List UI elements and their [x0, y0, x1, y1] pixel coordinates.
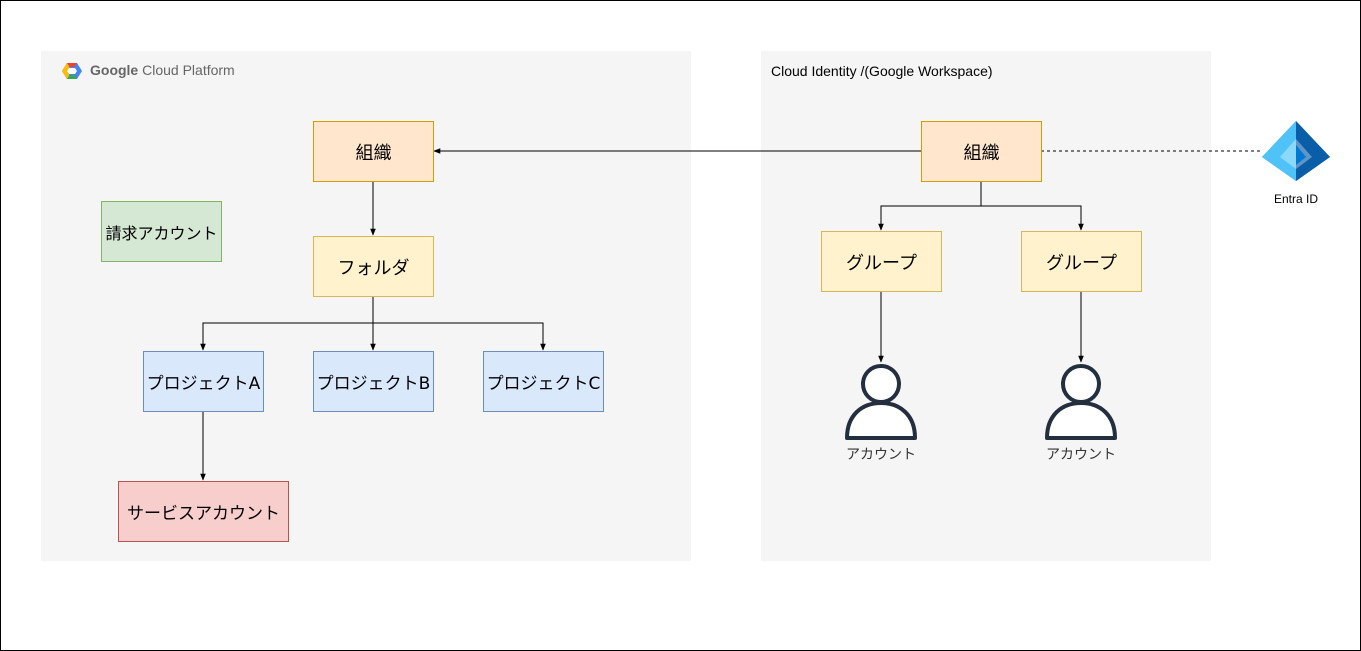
project-b-node[interactable]: プロジェクトB	[313, 351, 434, 412]
group-node-1[interactable]: グループ	[821, 231, 942, 292]
user-account-icon-1[interactable]	[844, 362, 918, 440]
folder-node[interactable]: フォルダ	[313, 236, 434, 297]
entra-id-label: Entra ID	[1273, 192, 1318, 206]
gcp-title: Google Cloud Platform	[90, 62, 235, 78]
edge-folder-to-project-c	[373, 322, 546, 351]
google-cloud-logo-icon	[62, 63, 82, 79]
gcp-organization-node[interactable]: 組織	[313, 121, 434, 182]
edge-org-to-group-2	[981, 205, 1084, 231]
cloud-identity-title: Cloud Identity /(Google Workspace)	[771, 63, 993, 79]
account-label-1: アカウント	[846, 447, 916, 463]
edge-org-to-group-1	[878, 181, 982, 231]
ci-organization-node[interactable]: 組織	[921, 121, 1042, 182]
billing-account-node[interactable]: 請求アカウント	[101, 201, 222, 262]
edge-folder-to-project-a	[200, 322, 373, 351]
group-node-2[interactable]: グループ	[1021, 231, 1142, 292]
project-c-node[interactable]: プロジェクトC	[483, 351, 604, 412]
entra-id-icon[interactable]	[1260, 119, 1332, 183]
service-account-node[interactable]: サービスアカウント	[118, 481, 289, 542]
project-a-node[interactable]: プロジェクトA	[143, 351, 264, 412]
user-account-icon-2[interactable]	[1044, 362, 1118, 440]
account-label-2: アカウント	[1046, 447, 1116, 463]
